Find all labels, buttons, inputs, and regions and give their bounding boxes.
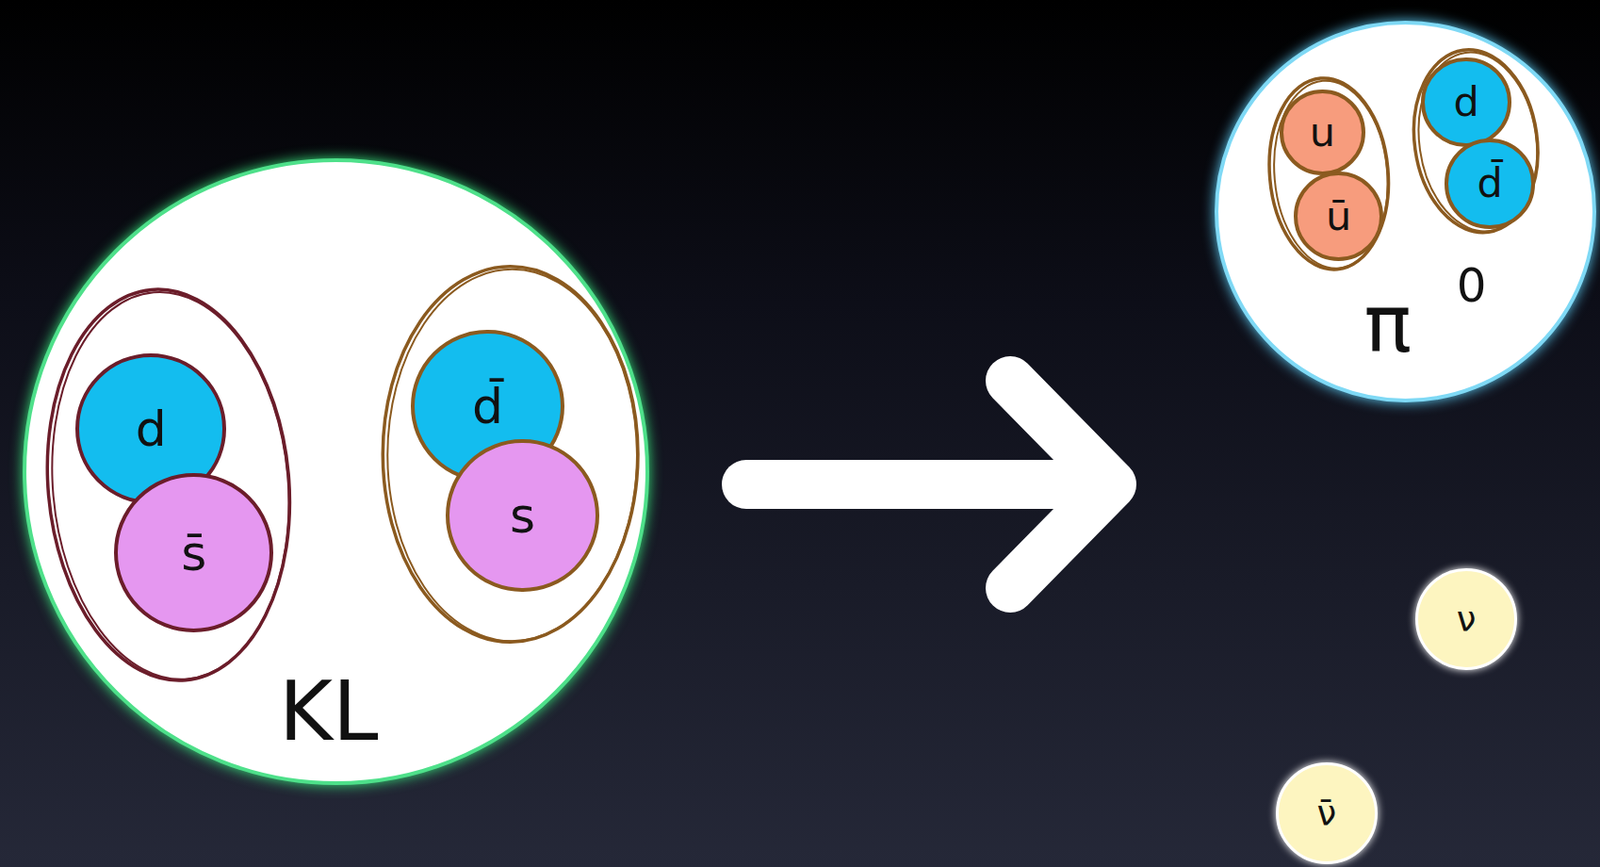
particle-symbol: d̄ — [472, 381, 504, 431]
antineutrino: ν̄ — [1275, 762, 1378, 865]
particle-symbol: ū — [1325, 195, 1352, 237]
text-holder: s — [449, 442, 595, 588]
text-holder: ū — [1297, 175, 1380, 258]
kaon-meson: KL d s̄ d̄ s — [22, 158, 650, 785]
charge-label: 0 — [1456, 261, 1487, 310]
quark: s — [445, 439, 599, 592]
pion-meson: π0 u ū d d̄ — [1214, 20, 1597, 403]
particle-symbol: d — [135, 404, 167, 454]
text-holder: d — [79, 357, 223, 501]
particle-symbol: d — [1453, 81, 1479, 123]
particle-symbol: ν — [1456, 602, 1477, 637]
particle-symbol: s — [509, 490, 536, 540]
text-holder: u — [1283, 93, 1362, 172]
text-holder: π — [1293, 267, 1483, 381]
text-holder: s̄ — [117, 476, 270, 629]
particle-symbol: d̄ — [1476, 163, 1503, 204]
antiquark: d̄ — [410, 329, 564, 483]
antiquark: s̄ — [114, 473, 274, 633]
antiquark: d̄ — [1444, 138, 1535, 229]
quark: u — [1279, 89, 1366, 176]
text-holder: d̄ — [414, 333, 560, 479]
particle-symbol: s̄ — [180, 528, 207, 578]
particle-symbol: u — [1309, 112, 1336, 153]
text-holder: ν — [1418, 571, 1515, 668]
quark: d — [1420, 57, 1511, 147]
neutrino: ν — [1415, 568, 1518, 670]
particle-symbol: KL — [278, 670, 379, 753]
quark: d — [75, 353, 227, 505]
particle-symbol: ν̄ — [1316, 796, 1337, 832]
text-holder: 0 — [1377, 228, 1567, 343]
text-holder: d — [1424, 61, 1507, 144]
text-holder: KL — [234, 655, 424, 769]
text-holder: ν̄ — [1278, 765, 1375, 862]
particle-symbol: π — [1363, 284, 1412, 364]
antiquark: ū — [1293, 171, 1384, 262]
text-holder: d̄ — [1448, 142, 1531, 225]
